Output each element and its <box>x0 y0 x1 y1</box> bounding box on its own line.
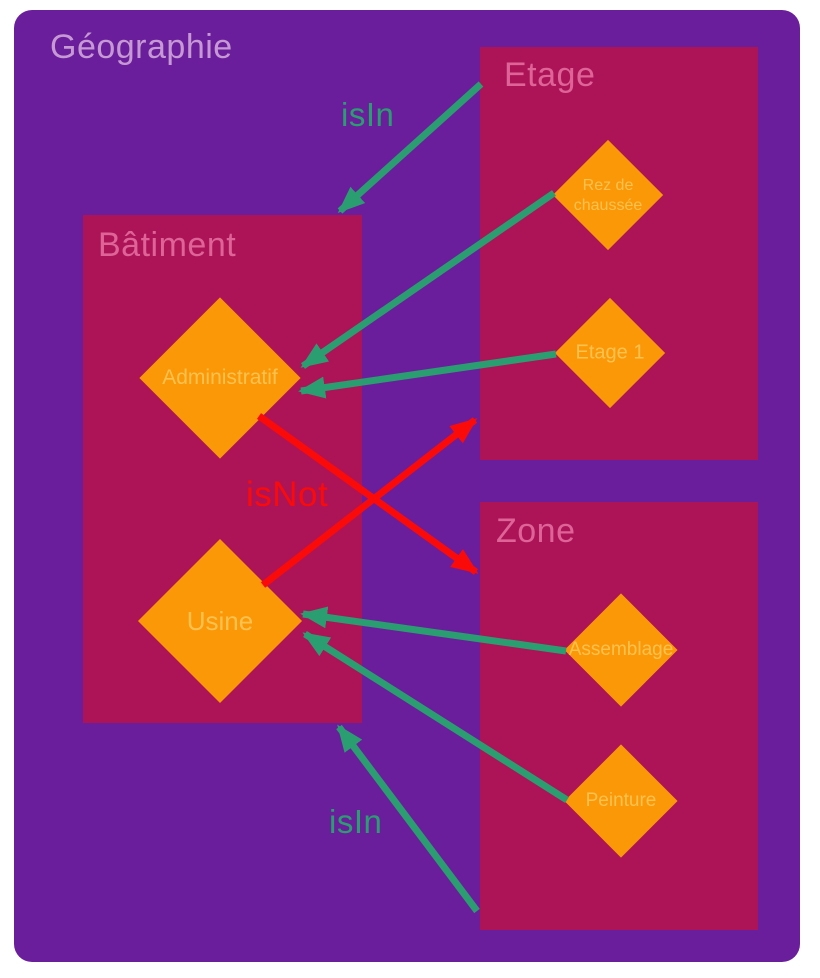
diagram-title: Géographie <box>50 28 233 66</box>
node-administratif-label: Administratif <box>162 365 278 389</box>
node-usine-label: Usine <box>186 605 254 636</box>
edge-label-isin-bottom: isIn <box>329 803 383 840</box>
container-batiment-title: Bâtiment <box>98 226 237 264</box>
node-rez-de-chaussee-label: Rez de chaussée <box>573 177 643 214</box>
node-assemblage-label: Assemblage <box>568 639 674 661</box>
container-zone[interactable] <box>480 502 758 930</box>
container-zone-title: Zone <box>496 512 576 550</box>
node-peinture-label: Peinture <box>585 790 657 812</box>
edge-label-isin-top: isIn <box>341 96 395 133</box>
node-etage-1-label: Etage 1 <box>575 341 645 364</box>
edge-label-isnot: isNot <box>246 475 329 514</box>
container-etage-title: Etage <box>504 56 596 94</box>
